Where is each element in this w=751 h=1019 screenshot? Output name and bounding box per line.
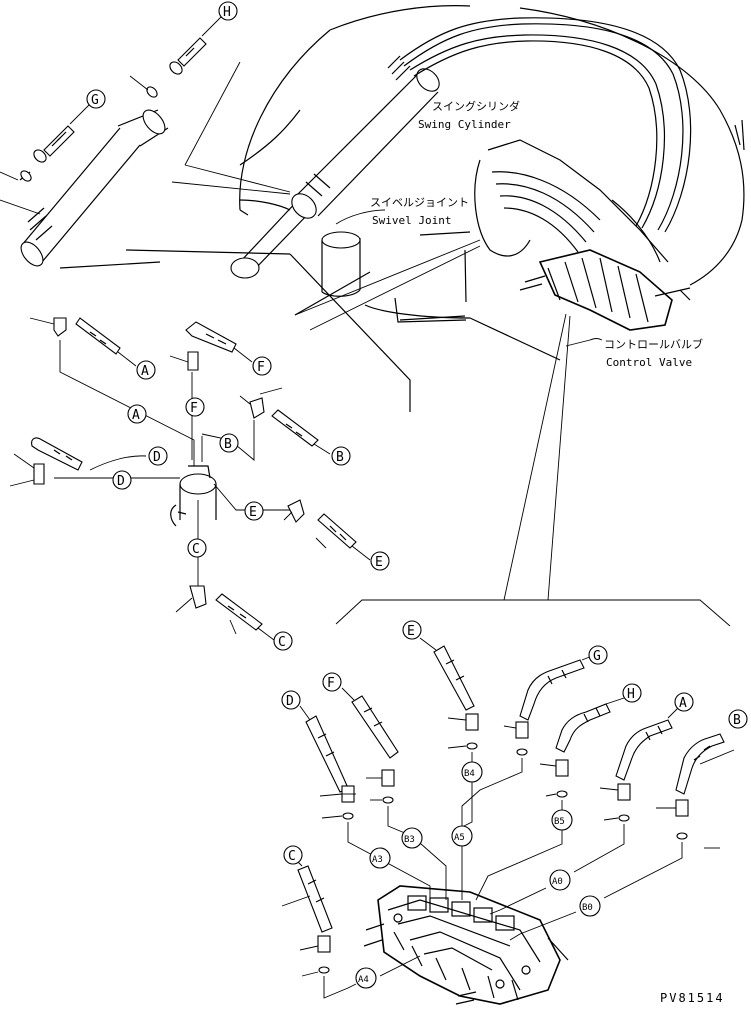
- callout-D-line: D: [112, 470, 132, 490]
- svg-text:C: C: [288, 849, 296, 864]
- svg-text:B: B: [733, 713, 741, 728]
- callout-A-detail: A: [674, 692, 694, 712]
- svg-text:F: F: [257, 360, 265, 375]
- port-B5: B5: [551, 809, 573, 831]
- callout-H-top: H: [218, 1, 238, 21]
- svg-text:B: B: [336, 450, 344, 465]
- hose-G: [0, 103, 91, 215]
- svg-text:A4: A4: [358, 975, 369, 985]
- callout-E-line: E: [244, 501, 264, 521]
- svg-text:B4: B4: [464, 769, 475, 779]
- fitting-D: [9, 437, 83, 487]
- callout-A-line: A: [127, 404, 147, 424]
- control-valve-label-jp: コントロールバルブ: [604, 337, 703, 351]
- port-A5: A5: [451, 825, 473, 847]
- svg-text:F: F: [190, 401, 198, 416]
- svg-text:D: D: [286, 694, 294, 709]
- detail-hoses: [281, 637, 735, 933]
- svg-text:B: B: [224, 437, 232, 452]
- callout-B-detail: B: [728, 709, 748, 729]
- swing-cylinder-label-en: Swing Cylinder: [418, 118, 511, 131]
- svg-text:C: C: [192, 542, 200, 557]
- svg-text:B0: B0: [582, 903, 593, 913]
- svg-text:F: F: [327, 676, 335, 691]
- cylinder-hoses: [399, 17, 692, 233]
- callout-G-top: G: [86, 89, 106, 109]
- svg-text:E: E: [407, 624, 415, 639]
- svg-text:H: H: [627, 687, 635, 702]
- callout-A-mid: A: [136, 360, 156, 380]
- swing-cylinder: [230, 55, 440, 279]
- detail-fittings: [299, 713, 720, 977]
- swivel-piping: [54, 340, 290, 592]
- port-B4: B4: [461, 761, 483, 783]
- callout-F-detail: F: [322, 672, 342, 692]
- callout-G-detail: G: [588, 645, 608, 665]
- port-labels: B4 B5 B3 A5 A3 A0 B0 A4: [355, 761, 601, 989]
- port-A4: A4: [355, 967, 377, 989]
- swing-cylinder-label-jp: スイングシリンダ: [432, 99, 520, 113]
- svg-text:H: H: [223, 5, 231, 20]
- callout-C-line: C: [187, 538, 207, 558]
- svg-text:D: D: [153, 450, 161, 465]
- callout-D-mid: D: [148, 446, 168, 466]
- upper-left-cylinder: [20, 109, 169, 267]
- drawing-code: PV81514: [660, 991, 725, 1005]
- component-labels: スイングシリンダ Swing Cylinder スイベルジョイント Swivel…: [370, 99, 725, 1005]
- svg-text:G: G: [91, 93, 99, 108]
- port-B3: B3: [401, 827, 423, 849]
- port-B0: B0: [579, 895, 601, 917]
- callouts: H G A F A F B B D D E E C C E G F H D A …: [86, 1, 748, 865]
- fitting-F: [169, 321, 253, 371]
- callout-D-detail: D: [281, 690, 301, 710]
- svg-text:A5: A5: [454, 833, 465, 843]
- callout-E-detail: E: [402, 620, 422, 640]
- svg-text:A3: A3: [372, 855, 383, 865]
- svg-text:B3: B3: [404, 835, 415, 845]
- callout-F-line: F: [185, 397, 205, 417]
- fitting-C: [175, 585, 275, 641]
- callout-C-mid: C: [273, 631, 293, 651]
- port-A0: A0: [549, 869, 571, 891]
- svg-text:D: D: [117, 474, 125, 489]
- hose-H: [129, 15, 223, 98]
- detail-leaders: [335, 313, 731, 627]
- svg-text:C: C: [278, 635, 286, 650]
- swivel-joint-label-en: Swivel Joint: [372, 214, 451, 227]
- control-valve-label-en: Control Valve: [606, 356, 692, 369]
- callout-H-detail: H: [622, 683, 642, 703]
- control-valve-top: [474, 139, 691, 331]
- swivel-joint-body: [321, 231, 361, 297]
- svg-text:B5: B5: [554, 817, 565, 827]
- fitting-E: [283, 499, 371, 561]
- callout-F-mid: F: [252, 356, 272, 376]
- callout-E-mid: E: [370, 551, 390, 571]
- svg-text:A: A: [679, 696, 687, 711]
- svg-text:A0: A0: [552, 877, 563, 887]
- swivel-joint-label-jp: スイベルジョイント: [370, 196, 469, 209]
- svg-text:G: G: [593, 649, 601, 664]
- svg-text:E: E: [375, 555, 383, 570]
- callout-B-line: B: [219, 433, 239, 453]
- callout-B-mid: B: [331, 446, 351, 466]
- leader-lines-top: [171, 61, 603, 347]
- control-valve-detail: [363, 885, 569, 1005]
- port-A3: A3: [369, 847, 391, 869]
- svg-text:E: E: [249, 505, 257, 520]
- fitting-B: [239, 387, 331, 455]
- callout-C-detail: C: [283, 845, 303, 865]
- svg-text:A: A: [141, 364, 149, 379]
- fitting-A: [29, 317, 137, 367]
- svg-text:A: A: [132, 408, 140, 423]
